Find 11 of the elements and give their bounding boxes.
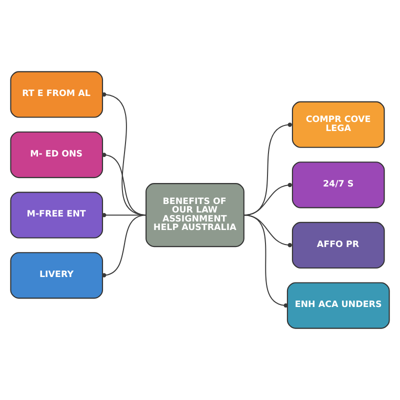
node-box: ENH ACA UNDERS [286, 282, 390, 329]
node-box: M-FREE ENT [10, 192, 104, 238]
node-box: 24/7 S [292, 162, 385, 208]
connector [244, 214, 288, 308]
connector [102, 214, 146, 278]
node-box: LIVERY [10, 252, 104, 299]
node-box: M- ED ONS [10, 131, 104, 178]
node-box: COMPR COVE LEGA [292, 101, 385, 148]
node-box: RT E FROM AL [10, 71, 104, 118]
node-box: AFFO PR [292, 222, 385, 269]
node-box: BENEFITS OF OUR LAW ASSIGNMENT HELP AUSTRALIA [146, 183, 244, 248]
